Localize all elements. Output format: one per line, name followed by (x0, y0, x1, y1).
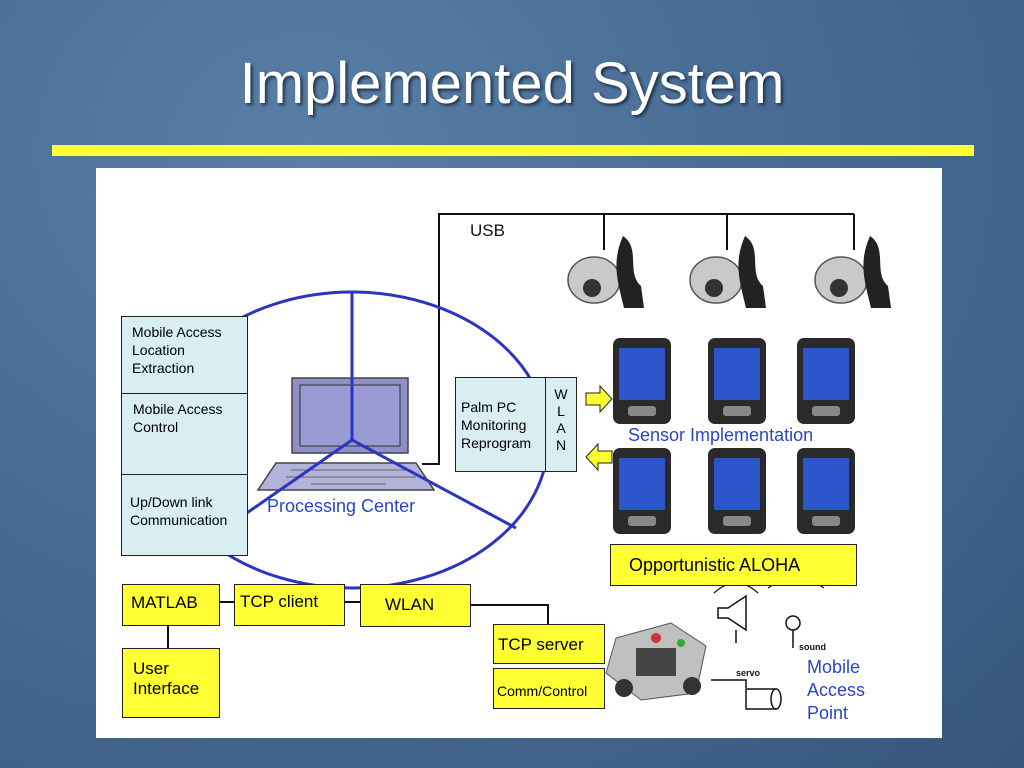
servo-label: servo (736, 668, 761, 678)
wlan-box: WLAN (360, 584, 471, 627)
bottom-connectors (167, 601, 549, 648)
access-control-box: Mobile Access Control (121, 393, 248, 475)
processing-center-label: Processing Center (267, 496, 416, 516)
tcp-server-box: TCP server (493, 624, 605, 664)
access-control-text: Mobile Access Control (133, 401, 223, 435)
title-underline (52, 145, 974, 156)
palm-pc-text: Palm PC Monitoring Reprogram (461, 399, 532, 451)
speaker-icon (717, 594, 747, 643)
location-extraction-text: Mobile Access Location Extraction (132, 324, 222, 376)
updown-link-box: Up/Down link Communication (121, 474, 248, 556)
location-extraction-box: Mobile Access Location Extraction (121, 316, 248, 394)
diagram-panel: USB Mobile Access Location Extraction Mo… (96, 168, 942, 738)
opportunistic-aloha-text: Opportunistic ALOHA (629, 555, 801, 575)
opportunistic-aloha-box: Opportunistic ALOHA (610, 544, 857, 586)
pda-4 (613, 448, 671, 534)
mobile-access-point-label: Mobile Access Point (807, 657, 866, 723)
tcp-server-text: TCP server (498, 635, 584, 654)
arrow-left-icon (585, 442, 613, 472)
wlan-letter-l: L (557, 403, 565, 419)
sound-label: sound (799, 642, 826, 652)
matlab-text: MATLAB (131, 593, 198, 612)
microphone-icon (785, 615, 801, 648)
usb-label: USB (470, 221, 505, 240)
slide-title: Implemented System (239, 51, 785, 116)
usb-main-line (422, 213, 854, 465)
pda-1 (613, 338, 671, 424)
robot-icon (605, 622, 707, 701)
palm-pc-box: Palm PC Monitoring Reprogram (455, 377, 546, 472)
wlan-text: WLAN (385, 595, 435, 614)
updown-link-text: Up/Down link Communication (130, 494, 228, 528)
comm-control-box: Comm/Control (493, 668, 605, 709)
matlab-box: MATLAB (122, 584, 220, 626)
sensor-implementation-label: Sensor Implementation (626, 425, 816, 446)
wlan-letter-a: A (556, 420, 566, 436)
diagram-graphics (154, 213, 891, 710)
pda-devices (613, 338, 855, 534)
webcam-1 (567, 236, 644, 308)
wlan-letter-w: W (554, 386, 568, 402)
tcp-client-box: TCP client (234, 584, 345, 626)
user-interface-text: User Interface (133, 659, 200, 698)
arrow-right-icon (585, 384, 613, 414)
wlan-vertical-box: W L A N (545, 377, 577, 472)
servo-icon (711, 679, 782, 710)
webcam-3 (814, 236, 891, 308)
pda-3 (797, 338, 855, 424)
pda-2 (708, 338, 766, 424)
webcam-2 (689, 236, 766, 308)
tcp-client-text: TCP client (240, 592, 319, 611)
wlan-letter-n: N (555, 437, 567, 453)
comm-control-text: Comm/Control (497, 683, 588, 699)
laptop-icon (256, 377, 436, 491)
pda-6 (797, 448, 855, 534)
usb-cables (422, 213, 855, 465)
pda-5 (708, 448, 766, 534)
user-interface-box: User Interface (122, 648, 220, 718)
